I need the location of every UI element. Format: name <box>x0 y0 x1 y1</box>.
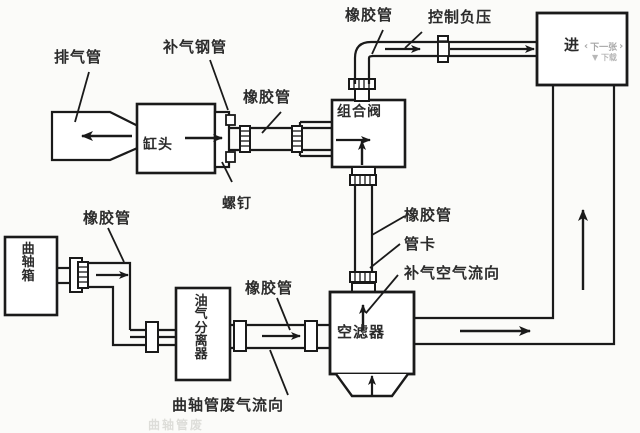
image-nav-overlay[interactable]: ‹ 下一张 › <box>584 40 623 53</box>
label-oil-gas-separator: 油气分离器 <box>194 294 208 362</box>
makeup-air-loop <box>414 86 616 346</box>
label-rubber-hose-top-mid: 橡胶管 <box>345 6 394 24</box>
image-watermark: 曲轴管废 <box>148 418 205 432</box>
label-control-vacuum: 控制负压 <box>428 8 493 26</box>
pipe-clamp-2 <box>290 124 304 154</box>
pipe-clamp-crankcase <box>76 260 90 290</box>
label-pipe-clamp: 管卡 <box>404 235 437 253</box>
next-image-chevron-icon[interactable]: › <box>619 41 624 52</box>
pipe-clamp-lower-vertical <box>348 270 378 284</box>
label-cylinder-head: 缸头 <box>143 137 173 153</box>
label-exhaust-pipe: 排气管 <box>54 48 103 66</box>
label-intake: 进 <box>564 36 581 54</box>
label-combination-valve: 组合阀 <box>337 104 382 120</box>
label-rubber-hose-lower-left: 橡胶管 <box>83 209 132 227</box>
control-vacuum-pipe <box>385 40 537 58</box>
pipe-clamp-1 <box>238 124 252 154</box>
label-air-filter: 空滤器 <box>337 323 386 341</box>
prev-image-chevron-icon[interactable]: ‹ <box>584 41 589 52</box>
label-screw: 螺钉 <box>222 196 252 212</box>
vertical-rubber-hose <box>353 175 374 288</box>
combination-valve-box <box>330 98 407 169</box>
crankcase-box <box>3 235 59 317</box>
label-makeup-air-flow: 补气空气流向 <box>404 264 501 282</box>
oil-gas-separator-box <box>174 286 232 382</box>
intake-box <box>535 11 629 87</box>
label-rubber-hose-mid-right: 橡胶管 <box>404 206 453 224</box>
rubber-hose-elbow <box>353 40 437 84</box>
leader-lines <box>74 29 423 396</box>
label-rubber-hose-lower-mid: 橡胶管 <box>245 279 294 297</box>
exhaust-pipe-shape <box>50 110 144 162</box>
next-image-label[interactable]: 下一张 <box>590 43 618 53</box>
label-makeup-air-steel-pipe: 补气钢管 <box>163 38 228 56</box>
label-crankcase: 曲轴箱 <box>21 242 35 284</box>
label-rubber-hose-top-left: 橡胶管 <box>243 88 292 106</box>
pipe-clamp-upper-vertical <box>348 173 378 187</box>
download-overlay-label[interactable]: ▼ 下载 <box>592 53 617 62</box>
label-crankcase-exhaust-flow: 曲轴管废气流向 <box>172 396 285 414</box>
pipe-clamp-top-valve <box>347 77 377 91</box>
